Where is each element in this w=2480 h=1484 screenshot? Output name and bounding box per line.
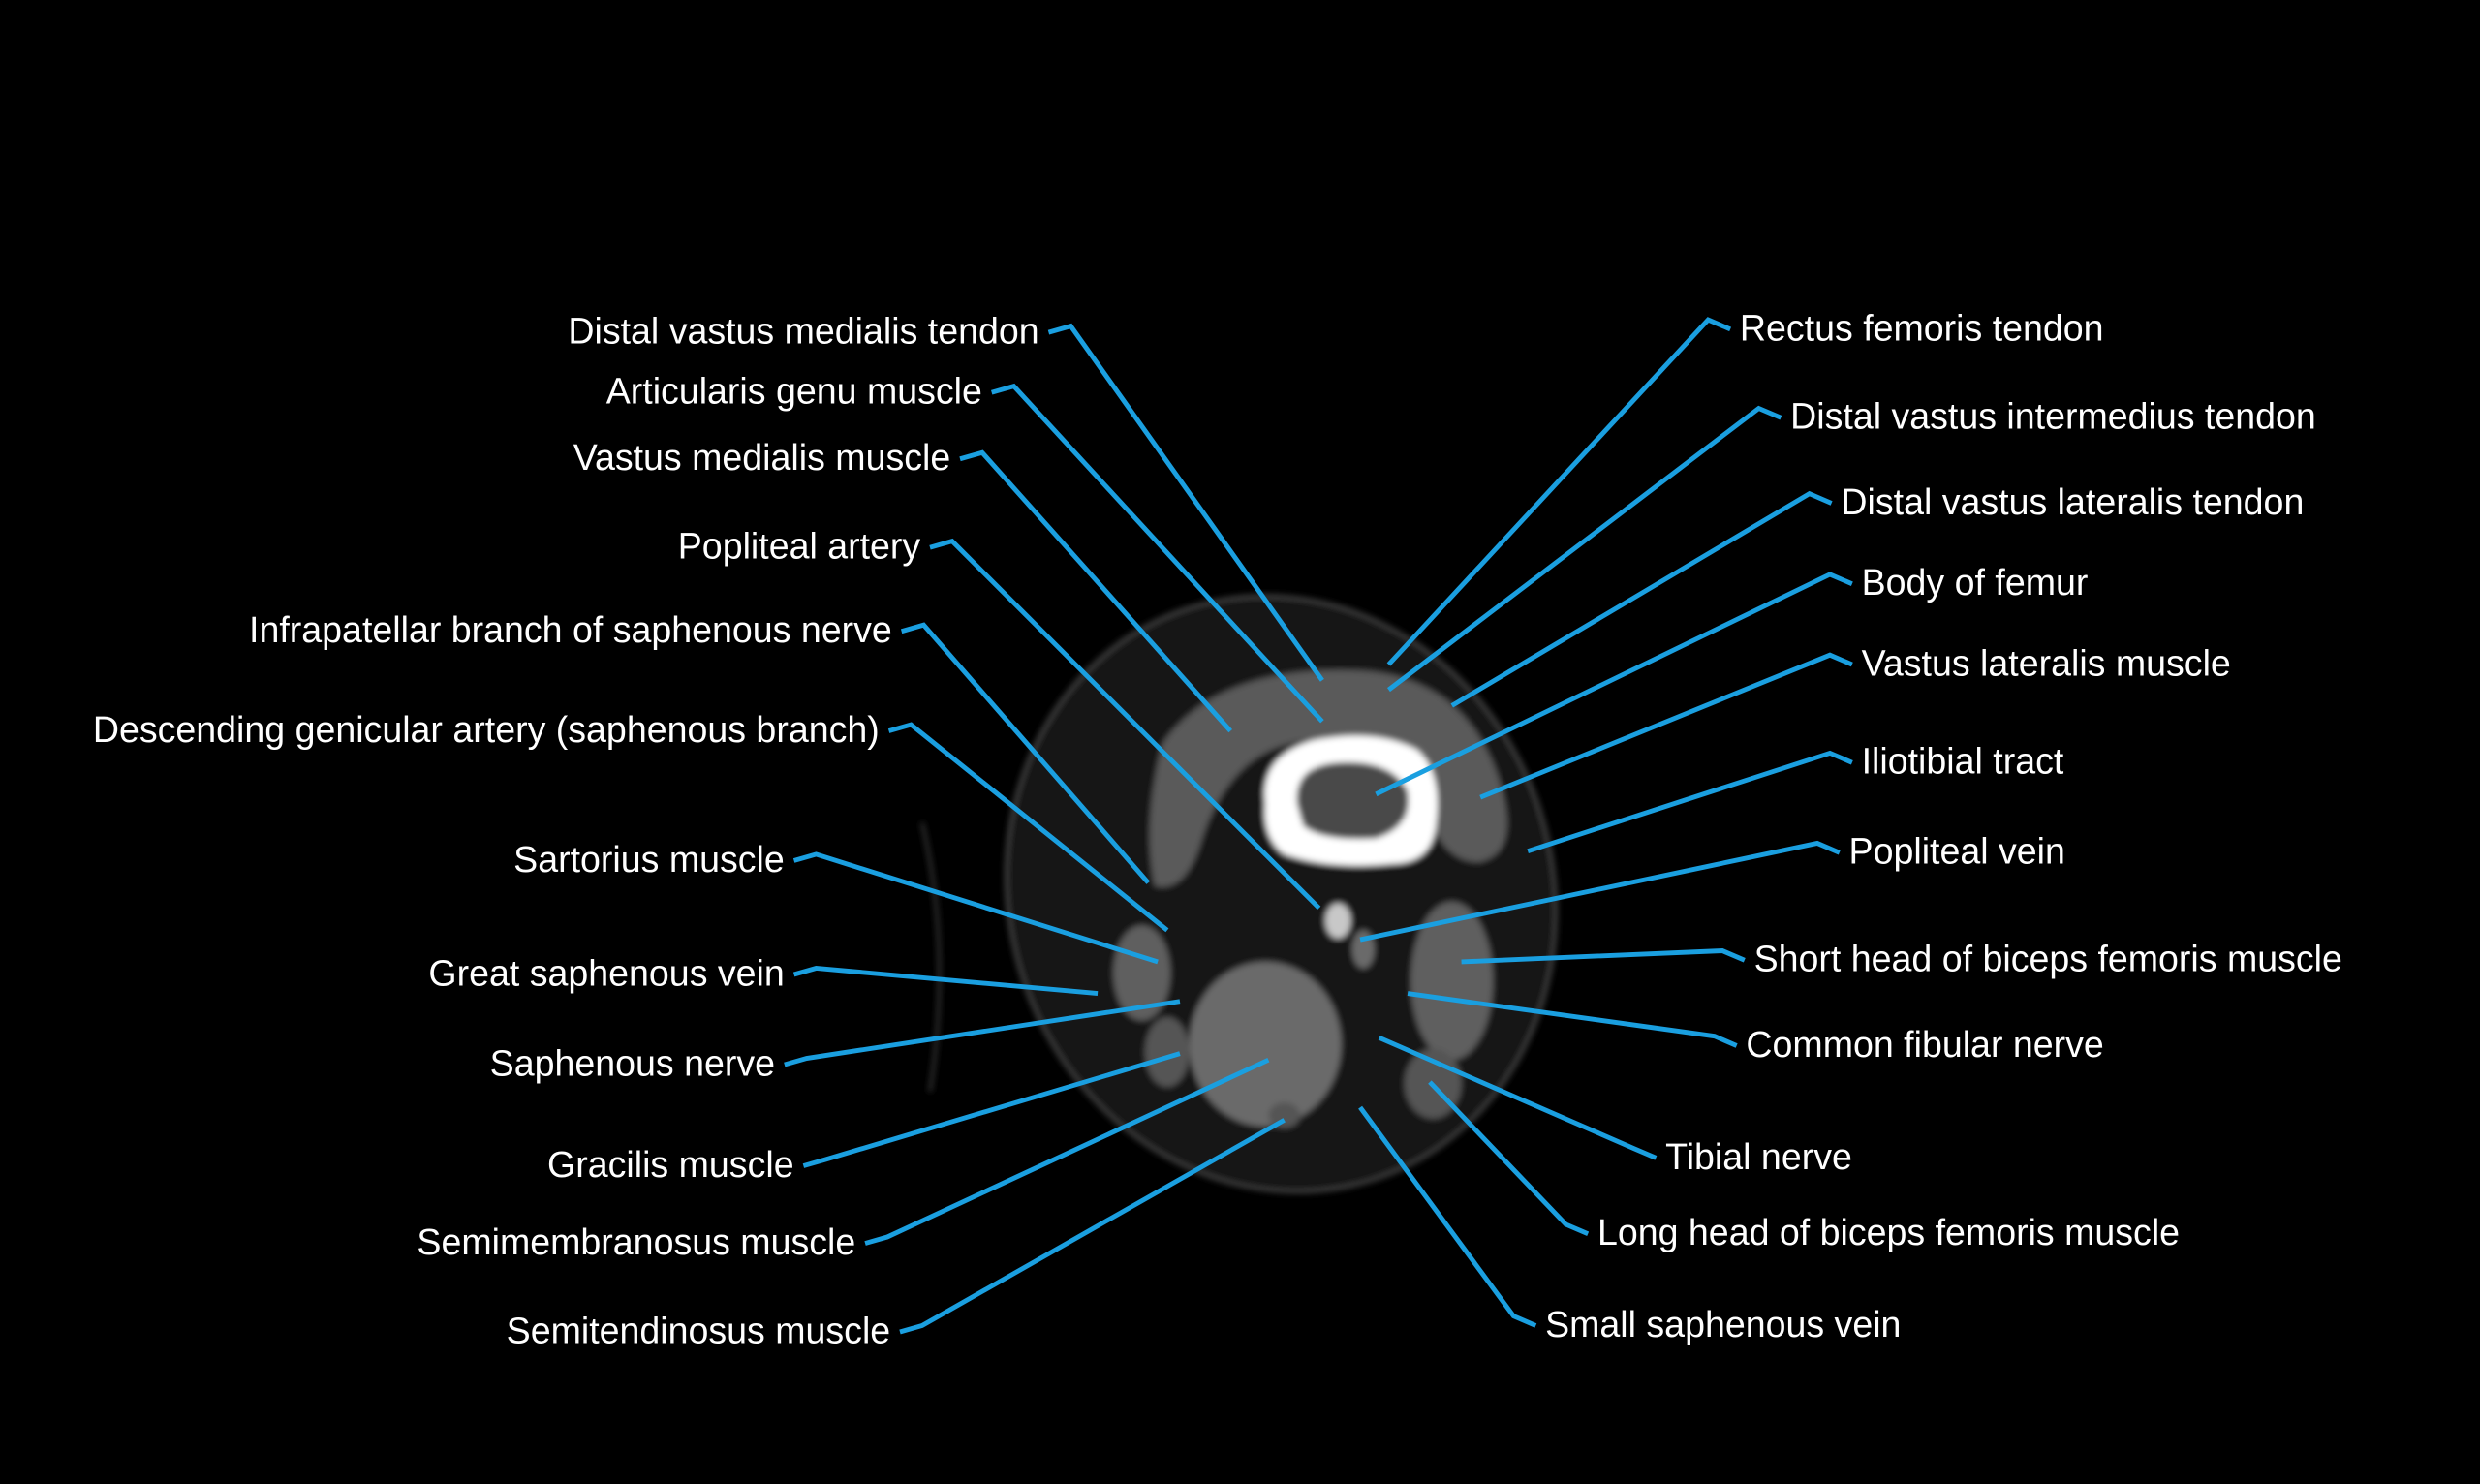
label-gracilis-muscle: Gracilis muscle — [547, 1051, 1181, 1185]
label-tibial-nerve: Tibial nerve — [1378, 1036, 1852, 1177]
leader-line — [1386, 405, 1782, 693]
label-vastus-medialis-muscle: Vastus medialis muscle — [574, 437, 1233, 733]
label-text: Great saphenous vein — [428, 952, 784, 993]
label-text: Semimembranosus muscle — [417, 1221, 855, 1262]
label-descending-genicular-artery-saphenous-branch: Descending genicular artery (saphenous b… — [93, 709, 1169, 933]
leader-line — [792, 965, 1099, 997]
leader-line — [1450, 490, 1833, 708]
label-rectus-femoris-tendon: Rectus femoris tendon — [1386, 307, 2104, 666]
label-distal-vastus-intermedius-tendon: Distal vastus intermedius tendon — [1386, 396, 2316, 693]
label-semitendinosus-muscle: Semitendinosus muscle — [507, 1118, 1286, 1350]
label-text: Vastus lateralis muscle — [1862, 642, 2231, 683]
leader-line — [1407, 991, 1738, 1048]
label-iliotibial-tract: Iliotibial tract — [1527, 741, 2064, 853]
label-text: Articularis genu muscle — [606, 371, 982, 412]
label-text: Tibial nerve — [1665, 1136, 1852, 1177]
label-distal-vastus-medialis-tendon: Distal vastus medialis tendon — [568, 311, 1324, 682]
ct-scan-image — [920, 594, 1558, 1193]
label-text: Popliteal artery — [678, 526, 921, 567]
leader-line — [1375, 572, 1853, 797]
label-text: Descending genicular artery (saphenous b… — [93, 709, 880, 750]
label-articularis-genu-muscle: Articularis genu muscle — [606, 371, 1324, 724]
label-semimembranosus-muscle: Semimembranosus muscle — [417, 1057, 1270, 1262]
label-long-head-of-biceps-femoris-muscle: Long head of biceps femoris muscle — [1428, 1080, 2180, 1252]
leader-line — [1461, 948, 1746, 965]
leader-line — [1527, 750, 1853, 853]
label-text: Infrapatellar branch of saphenous nerve — [249, 609, 892, 650]
left-label-group: Distal vastus medialis tendonArticularis… — [93, 311, 1324, 1350]
label-text: Distal vastus intermedius tendon — [1790, 396, 2316, 437]
leader-line — [1428, 1080, 1590, 1237]
leader-line — [802, 1051, 1181, 1168]
label-text: Iliotibial tract — [1862, 741, 2064, 782]
leader-line — [1378, 1036, 1658, 1160]
label-text: Semitendinosus muscle — [507, 1310, 891, 1350]
label-text: Sartorius muscle — [513, 839, 785, 880]
leader-line — [784, 999, 1181, 1067]
leader-line — [792, 851, 1159, 965]
leader-line — [1358, 1105, 1537, 1328]
leader-line — [991, 383, 1324, 724]
label-text: Short head of biceps femoris muscle — [1754, 939, 2342, 979]
label-popliteal-artery: Popliteal artery — [678, 526, 1321, 911]
leader-line — [864, 1057, 1270, 1246]
label-saphenous-nerve: Saphenous nerve — [490, 999, 1181, 1083]
label-text: Rectus femoris tendon — [1740, 307, 2104, 348]
leader-line — [900, 622, 1151, 884]
label-text: Long head of biceps femoris muscle — [1597, 1212, 2180, 1252]
leader-line — [1479, 652, 1853, 800]
label-text: Distal vastus lateralis tendon — [1841, 481, 2304, 522]
label-great-saphenous-vein: Great saphenous vein — [428, 952, 1099, 997]
label-body-of-femur: Body of femur — [1375, 562, 2089, 797]
label-small-saphenous-vein: Small saphenous vein — [1358, 1105, 1901, 1345]
label-distal-vastus-lateralis-tendon: Distal vastus lateralis tendon — [1450, 481, 2304, 708]
leader-line — [1359, 840, 1841, 943]
label-vastus-lateralis-muscle: Vastus lateralis muscle — [1479, 642, 2231, 800]
label-text: Vastus medialis muscle — [574, 437, 951, 478]
leader-line — [1047, 323, 1324, 682]
leader-line — [929, 538, 1321, 911]
label-text: Saphenous nerve — [490, 1042, 775, 1083]
label-short-head-of-biceps-femoris-muscle: Short head of biceps femoris muscle — [1461, 939, 2342, 979]
label-text: Popliteal vein — [1849, 831, 2065, 872]
label-infrapatellar-branch-of-saphenous-nerve: Infrapatellar branch of saphenous nerve — [249, 609, 1151, 884]
leader-line — [887, 722, 1169, 933]
leader-line — [1386, 317, 1732, 666]
label-text: Gracilis muscle — [547, 1144, 794, 1185]
label-sartorius-muscle: Sartorius muscle — [513, 839, 1159, 965]
label-text: Distal vastus medialis tendon — [568, 311, 1038, 352]
label-text: Common fibular nerve — [1746, 1024, 2103, 1065]
leader-line — [959, 449, 1233, 733]
label-text: Body of femur — [1862, 562, 2089, 603]
label-popliteal-vein: Popliteal vein — [1359, 831, 2065, 943]
label-common-fibular-nerve: Common fibular nerve — [1407, 991, 2104, 1065]
label-text: Small saphenous vein — [1545, 1304, 1901, 1345]
leader-line — [899, 1118, 1286, 1335]
